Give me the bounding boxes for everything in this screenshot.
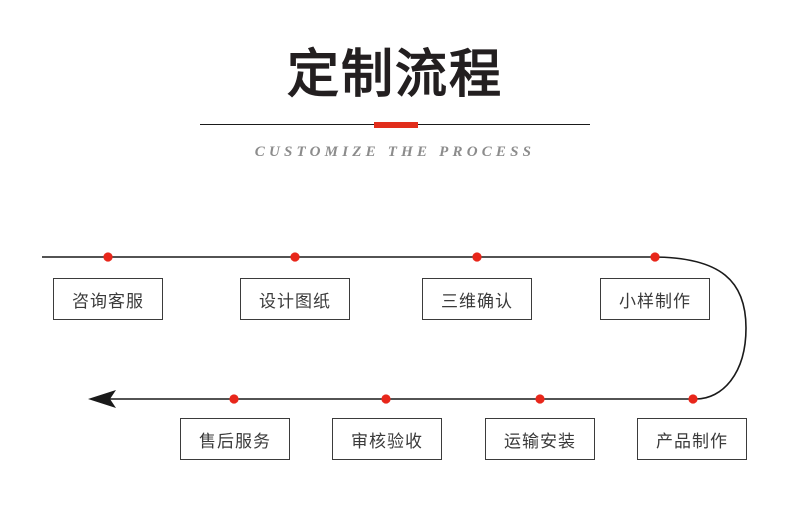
node-marker-1 (103, 252, 113, 262)
step-box-6[interactable]: 运输安装 (485, 418, 595, 460)
process-flow-diagram: 咨询客服 设计图纸 三维确认 小样制作 产品制作 运输安装 审核验收 售后服务 (0, 200, 790, 511)
page-subtitle: CUSTOMIZE THE PROCESS (254, 144, 536, 160)
step-label-4: 小样制作 (619, 291, 691, 312)
flow-curve-right-uturn (651, 256, 747, 400)
step-box-5[interactable]: 产品制作 (637, 418, 747, 460)
step-label-3: 三维确认 (441, 291, 513, 312)
step-box-4[interactable]: 小样制作 (600, 278, 710, 320)
node-marker-8 (229, 394, 239, 404)
step-label-6: 运输安装 (504, 431, 576, 452)
step-box-2[interactable]: 设计图纸 (240, 278, 350, 320)
node-marker-7 (381, 394, 391, 404)
step-box-3[interactable]: 三维确认 (422, 278, 532, 320)
step-box-8[interactable]: 售后服务 (180, 418, 290, 460)
flow-path-svg (42, 252, 747, 408)
step-label-7: 审核验收 (351, 431, 423, 452)
step-box-7[interactable]: 审核验收 (332, 418, 442, 460)
node-marker-6 (535, 394, 545, 404)
step-label-5: 产品制作 (656, 431, 728, 452)
node-marker-2 (290, 252, 300, 262)
step-label-1: 咨询客服 (72, 291, 144, 312)
page-title: 定制流程 (286, 45, 503, 105)
header: 定制流程 CUSTOMIZE THE PROCESS (0, 0, 790, 200)
node-marker-5 (688, 394, 698, 404)
node-marker-3 (472, 252, 482, 262)
flow-arrowhead-left-icon (88, 390, 116, 408)
step-label-2: 设计图纸 (259, 291, 331, 312)
node-marker-4 (650, 252, 660, 262)
step-label-8: 售后服务 (199, 431, 271, 452)
step-box-1[interactable]: 咨询客服 (53, 278, 163, 320)
title-accent-bar (374, 122, 418, 128)
